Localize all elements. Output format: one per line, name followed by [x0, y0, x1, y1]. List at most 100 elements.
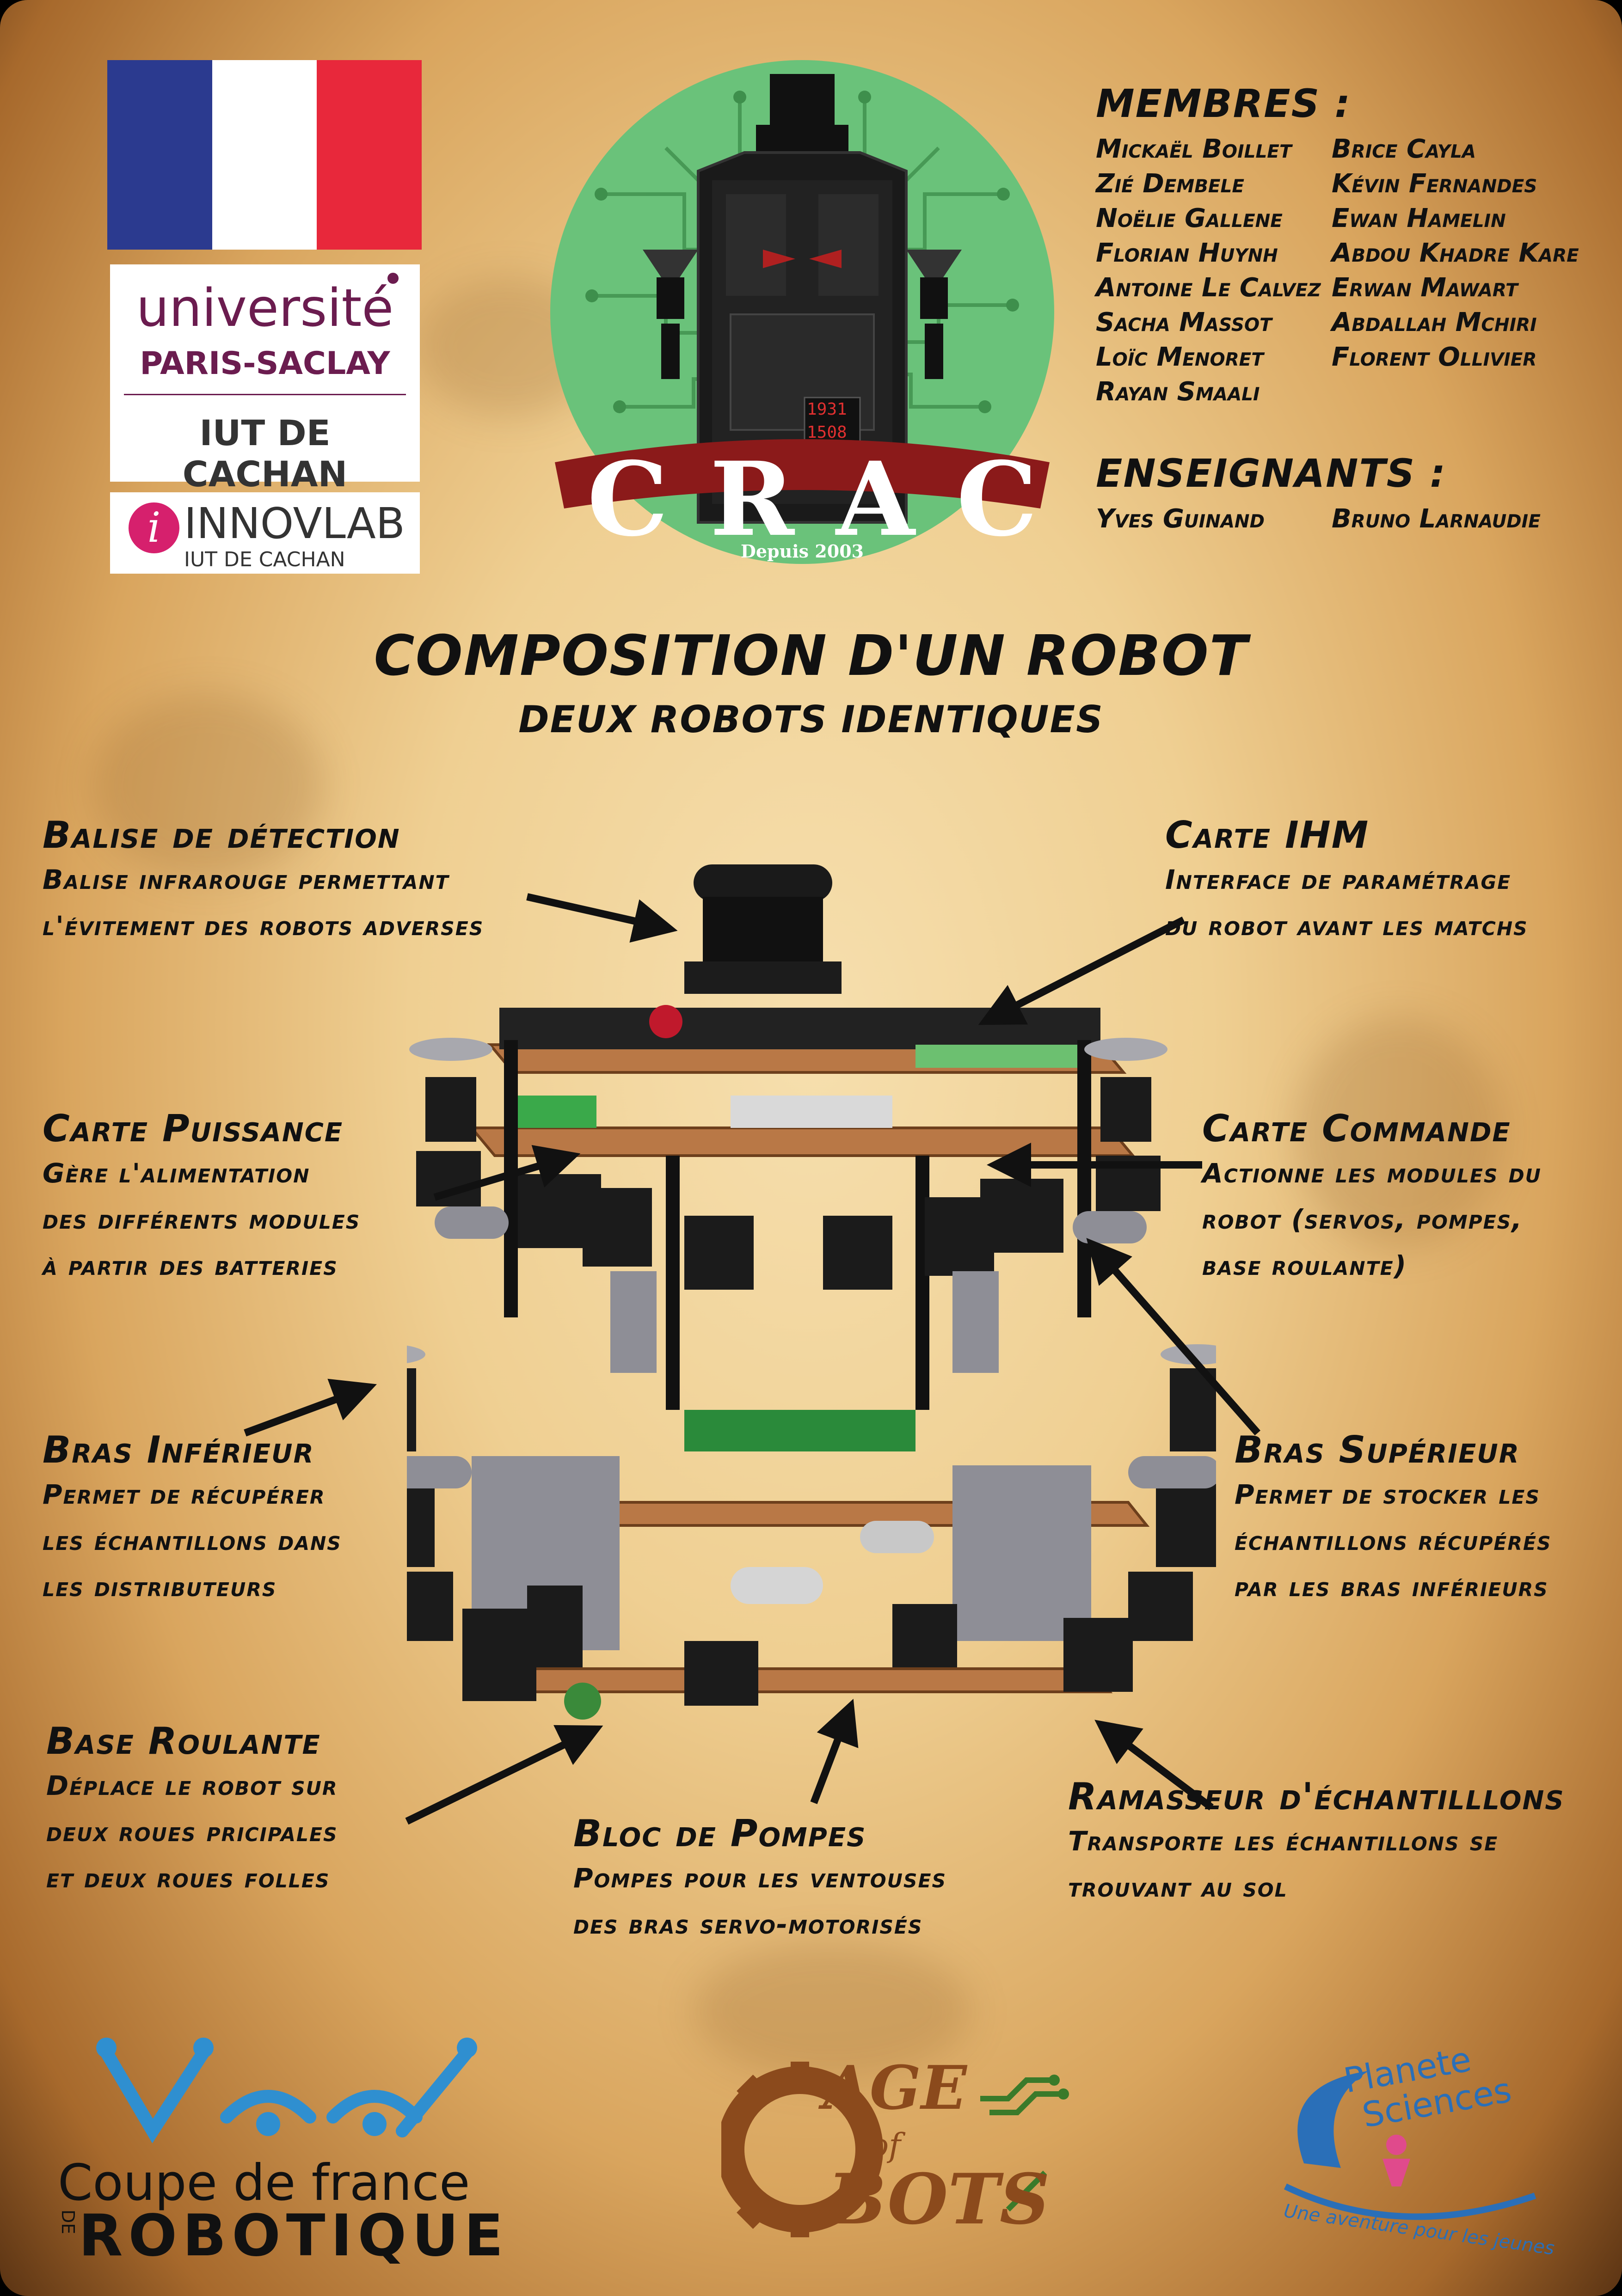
- age-text: AGE: [823, 2052, 967, 2123]
- university-logo: université PARIS-SACLAY IUT DE CACHAN: [110, 264, 420, 495]
- crac-logo: 1931 1508 CRAC Depuis 2003: [546, 55, 1059, 569]
- member-name: Loïc Menoret: [1096, 342, 1264, 372]
- label-base-roulante-line: et deux roues folles: [46, 1862, 330, 1894]
- label-bras-superieur-line: échantillons récupérés: [1235, 1525, 1552, 1556]
- label-balise-title: Balise de détection: [43, 814, 400, 857]
- member-name: Zié Dembele: [1096, 169, 1245, 199]
- age-of-bots-logo: AGE of BOTS: [717, 2034, 1100, 2265]
- member-name: Sacha Massot: [1096, 307, 1272, 337]
- teacher-name: Bruno Larnaudie: [1332, 504, 1541, 534]
- label-bras-inferieur-line: les échantillons dans: [43, 1525, 342, 1556]
- label-puissance-line: à partir des batteries: [43, 1250, 338, 1281]
- label-bras-inferieur: Bras Inférieur Permet de récupérer les é…: [43, 1428, 342, 1610]
- label-ihm-line: Interface de paramétrage: [1165, 864, 1511, 895]
- label-bras-inferieur-title: Bras Inférieur: [43, 1428, 314, 1471]
- teachers-title: ENSEIGNANTS :: [1096, 451, 1447, 496]
- crac-wordmark: CRAC: [587, 439, 1079, 559]
- member-name: Brice Cayla: [1332, 134, 1476, 164]
- sub-title: DEUX ROBOTS IDENTIQUES: [518, 698, 1104, 741]
- label-commande-title: Carte Commande: [1202, 1107, 1511, 1150]
- member-name: Abdallah Mchiri: [1332, 307, 1537, 337]
- label-ramasseur-line: trouvant au sol: [1068, 1872, 1288, 1903]
- main-title: COMPOSITION D'UN ROBOT: [374, 624, 1248, 688]
- member-name: Abdou Khadre Kare: [1332, 238, 1579, 268]
- label-balise-line: Balise infrarouge permettant: [43, 864, 449, 895]
- label-pompes-title: Bloc de Pompes: [573, 1812, 866, 1855]
- label-base-roulante-line: Déplace le robot sur: [46, 1770, 338, 1801]
- label-puissance-line: Gère l'alimentation: [43, 1157, 310, 1189]
- teacher-name: Yves Guinand: [1096, 504, 1265, 534]
- flag-white-band: [212, 60, 317, 250]
- label-bras-superieur: Bras Supérieur Permet de stocker les éch…: [1235, 1428, 1551, 1610]
- member-name: Erwan Mawart: [1332, 273, 1518, 303]
- member-name: Florian Huynh: [1096, 238, 1278, 268]
- members-title: MEMBRES :: [1096, 81, 1351, 126]
- french-flag: [107, 60, 422, 250]
- planete-globe-icon: [1284, 2071, 1536, 2220]
- flag-blue-band: [107, 60, 212, 250]
- crac-since: Depuis 2003: [740, 541, 864, 562]
- university-dots: [387, 273, 399, 284]
- member-name: Noëlie Gallene: [1096, 203, 1283, 233]
- label-base-roulante: Base Roulante Déplace le robot sur deux …: [46, 1720, 338, 1901]
- label-pompes-line: Pompes pour les ventouses: [573, 1862, 946, 1894]
- coupe-de: DE: [58, 2210, 78, 2235]
- label-ramasseur-line: Transporte les échantillons se: [1068, 1825, 1499, 1857]
- label-pompes: Bloc de Pompes Pompes pour les ventouses…: [573, 1812, 946, 1947]
- parchment-stain: [694, 1941, 971, 2080]
- coupe-line2: ROBOTIQUE: [79, 2203, 509, 2269]
- label-bras-inferieur-line: Permet de récupérer: [43, 1479, 326, 1510]
- label-ramasseur: Ramasseur d'échantilllons Transporte les…: [1068, 1775, 1565, 1910]
- label-balise-line: l'évitement des robots adverses: [43, 910, 484, 942]
- coupe-line1: Coupe de france: [58, 2154, 470, 2212]
- label-commande-line: Actionne les modules du: [1202, 1157, 1542, 1189]
- label-commande-line: base roulante): [1202, 1250, 1407, 1281]
- label-pompes-line: des bras servo-motorisés: [573, 1909, 923, 1940]
- bots-text: BOTS: [828, 2159, 1050, 2240]
- label-commande-line: robot (servos, pompes,: [1202, 1204, 1523, 1235]
- label-bras-superieur-title: Bras Supérieur: [1235, 1428, 1520, 1471]
- member-name: Mickaël Boillet: [1096, 134, 1292, 164]
- display-top: 1931: [807, 400, 847, 419]
- label-puissance-title: Carte Puissance: [43, 1107, 344, 1150]
- label-balise: Balise de détection Balise infrarouge pe…: [43, 814, 484, 949]
- parchment-stain: [1295, 1017, 1503, 1248]
- gear-icon: [717, 2062, 1069, 2237]
- member-name: Rayan Smaali: [1096, 377, 1260, 407]
- label-base-roulante-line: deux roues pricipales: [46, 1816, 338, 1848]
- coupe-logo: Coupe de france DE ROBOTIQUE: [51, 2025, 606, 2269]
- label-bras-superieur-line: Permet de stocker les: [1235, 1479, 1540, 1510]
- university-city: PARIS-SACLAY: [140, 345, 390, 382]
- university-name: université: [136, 278, 394, 338]
- parchment-stain: [92, 693, 324, 878]
- iut-name: IUT DE CACHAN: [182, 412, 348, 495]
- member-name: Ewan Hamelin: [1332, 203, 1506, 233]
- label-ihm: Carte IHM Interface de paramétrage du ro…: [1165, 814, 1528, 949]
- robot-illustration: [407, 864, 1216, 1720]
- member-name: Kévin Fernandes: [1332, 169, 1537, 199]
- crac-logo-art: [550, 60, 1054, 564]
- planete-sciences-logo: Planete Sciences Une aventure pour les j…: [1248, 2039, 1591, 2259]
- member-name: Florent Ollivier: [1332, 342, 1537, 372]
- innovlab-logo: i INNOVLAB IUT DE CACHAN: [110, 492, 420, 574]
- innovlab-icon: i: [129, 502, 179, 553]
- label-ramasseur-title: Ramasseur d'échantilllons: [1068, 1775, 1565, 1818]
- of-text: of: [869, 2126, 901, 2164]
- label-ihm-line: du robot avant les matchs: [1165, 910, 1528, 942]
- label-base-roulante-title: Base Roulante: [46, 1720, 321, 1763]
- display-bottom: 1508: [807, 423, 847, 442]
- logo-divider: [124, 394, 406, 395]
- member-name: Antoine Le Calvez: [1096, 273, 1321, 303]
- coupe-logo-mark: [96, 2038, 477, 2143]
- flag-red-band: [317, 60, 422, 250]
- innovlab-name: INNOVLAB: [184, 499, 405, 548]
- label-ihm-title: Carte IHM: [1165, 814, 1370, 857]
- label-commande: Carte Commande Actionne les modules du r…: [1202, 1107, 1542, 1289]
- innovlab-sub: IUT DE CACHAN: [184, 548, 345, 571]
- label-bras-superieur-line: par les bras inférieurs: [1235, 1571, 1548, 1603]
- label-bras-inferieur-line: les distributeurs: [43, 1571, 277, 1603]
- label-puissance-line: des différents modules: [43, 1204, 361, 1235]
- label-puissance: Carte Puissance Gère l'alimentation des …: [43, 1107, 360, 1289]
